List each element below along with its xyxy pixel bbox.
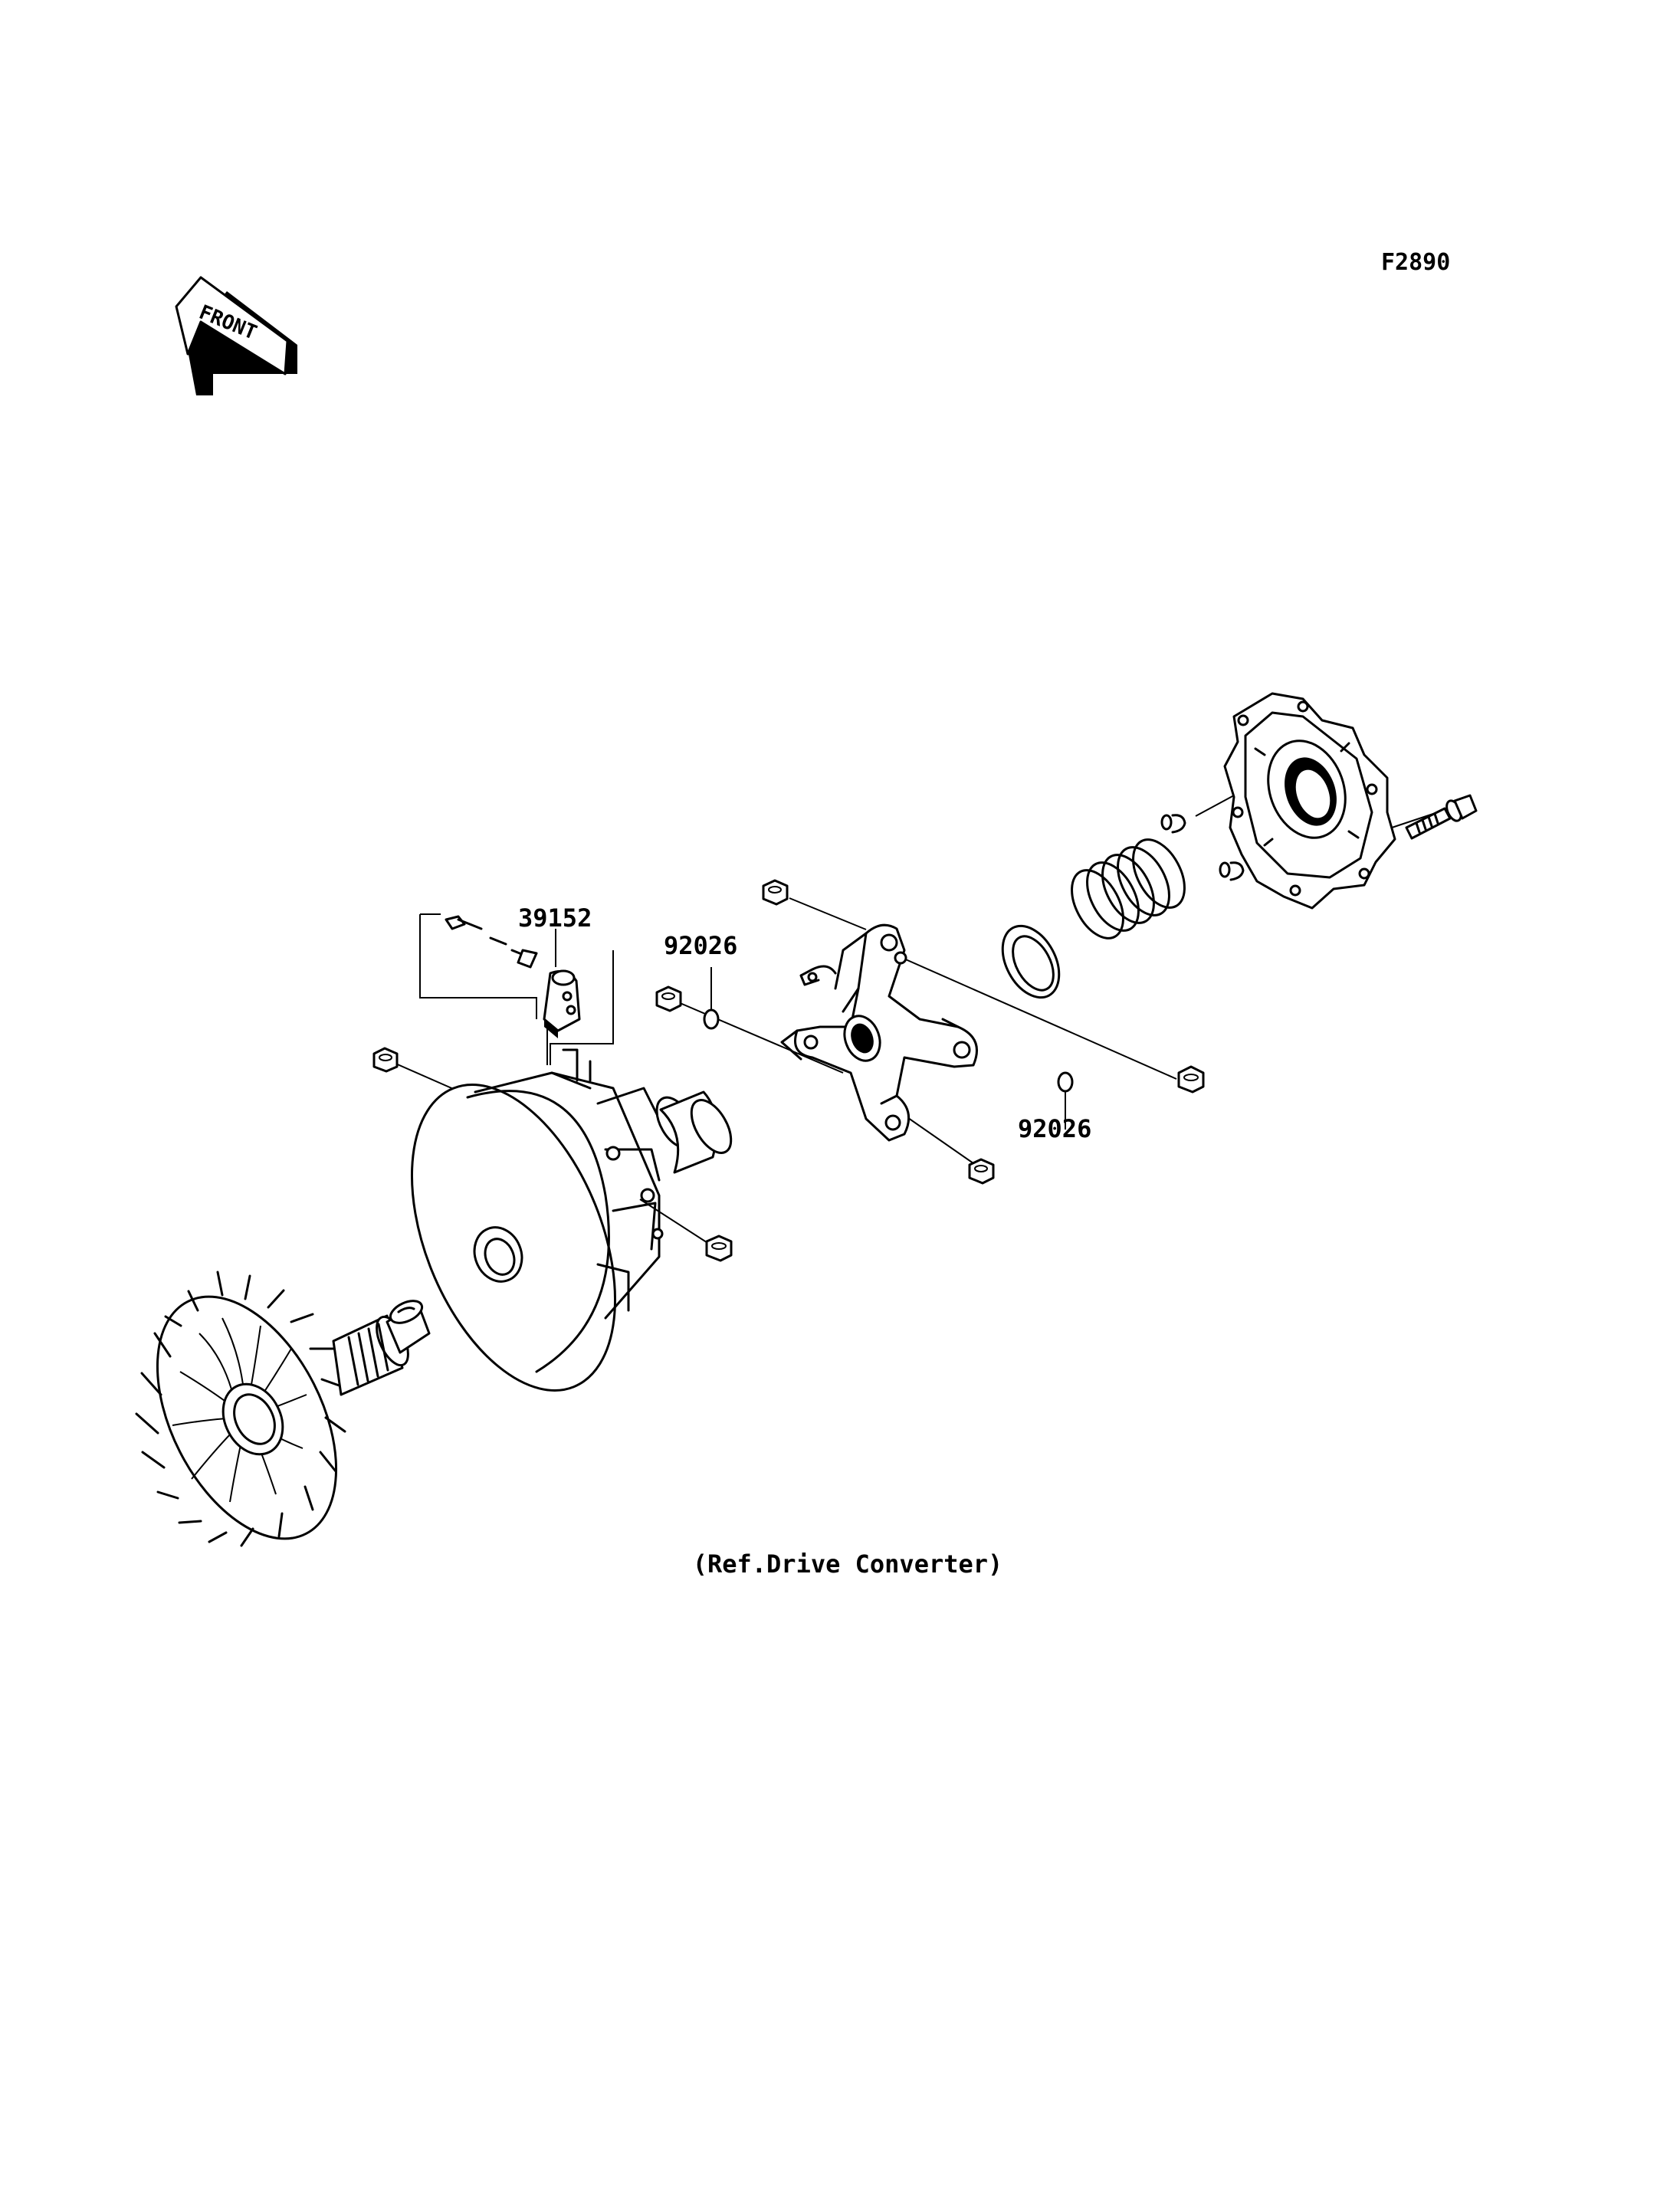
oring-left bbox=[703, 1008, 720, 1030]
nut-upper-left bbox=[372, 1047, 399, 1073]
weight-39152 bbox=[543, 969, 581, 1038]
shim-ring bbox=[1001, 924, 1061, 999]
part-number-39152: 39152 bbox=[518, 903, 592, 933]
cover-pin-lower bbox=[1219, 861, 1245, 881]
oring-right bbox=[1057, 1071, 1074, 1093]
part-number-92026-right: 92026 bbox=[1018, 1114, 1091, 1143]
front-arrow-icon: FRONT bbox=[175, 276, 297, 395]
collar bbox=[655, 1090, 733, 1174]
cover-bolt bbox=[1405, 794, 1478, 840]
spider bbox=[780, 923, 978, 1142]
nut-lower bbox=[705, 1235, 733, 1262]
movable-sheave bbox=[410, 1048, 664, 1392]
cover bbox=[1223, 692, 1396, 910]
caption: (Ref.Drive Converter) bbox=[693, 1549, 1003, 1579]
diagram-code: F2890 bbox=[1381, 249, 1450, 276]
part-number-92026-left: 92026 bbox=[664, 931, 737, 960]
weight-pin bbox=[445, 915, 538, 969]
fixed-sheave bbox=[135, 1271, 431, 1547]
cover-pin-upper bbox=[1160, 814, 1186, 834]
nut-right bbox=[1177, 1065, 1205, 1094]
spring bbox=[1071, 838, 1186, 939]
nut-top bbox=[762, 879, 789, 906]
nut-spider-bottom bbox=[968, 1158, 995, 1185]
nut-mid bbox=[655, 985, 682, 1012]
